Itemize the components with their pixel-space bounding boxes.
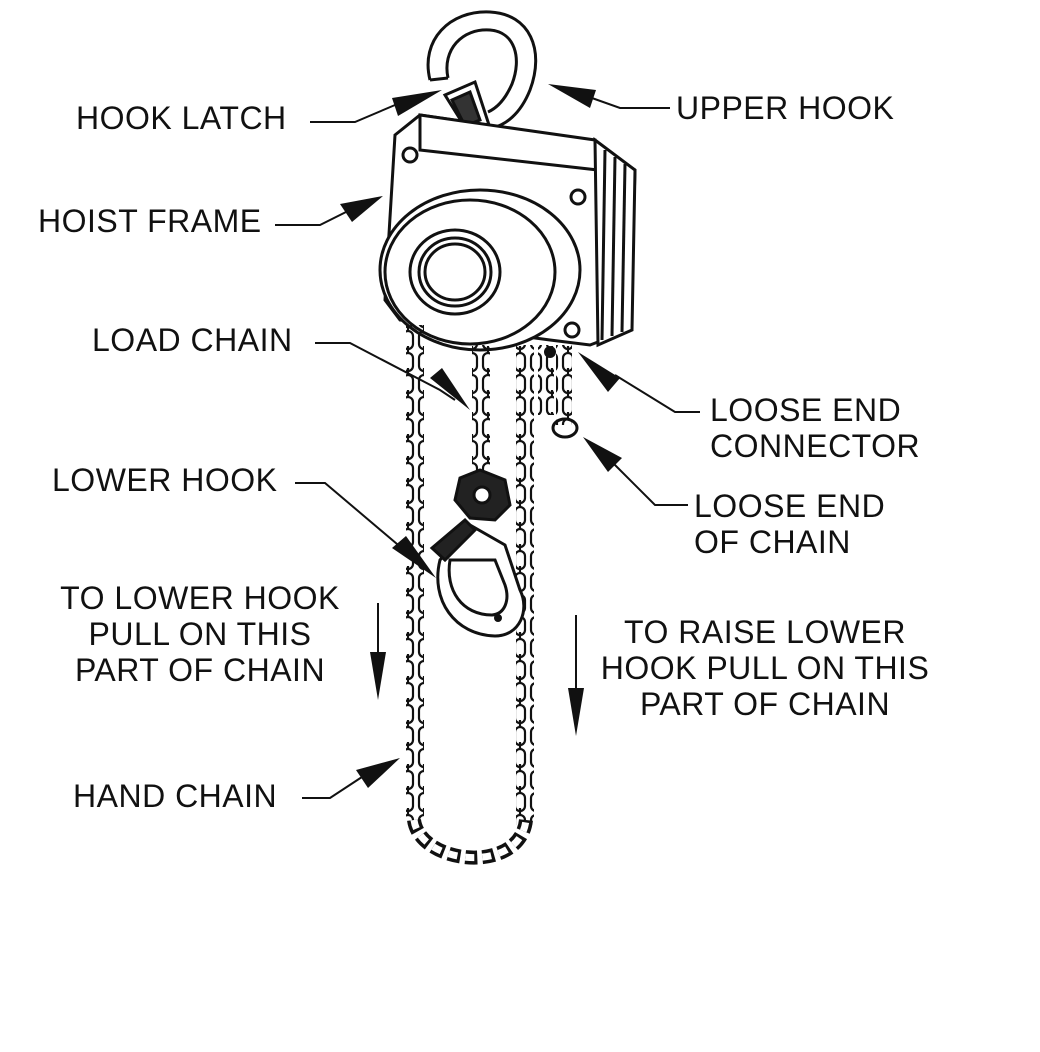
label-to-lower-hook: TO LOWER HOOK PULL ON THIS PART OF CHAIN xyxy=(40,580,360,688)
loose-end-of-chain xyxy=(538,345,579,439)
label-line: TO RAISE LOWER xyxy=(623,614,906,650)
label-line: PULL ON THIS xyxy=(88,616,312,652)
label-line: LOOSE END xyxy=(710,392,902,428)
leader-lines xyxy=(275,91,700,799)
label-line: LOOSE END xyxy=(694,488,886,524)
label-hand-chain: HAND CHAIN xyxy=(73,778,278,814)
label-load-chain: LOAD CHAIN xyxy=(92,322,293,358)
arrowheads xyxy=(340,84,622,788)
upper-hook xyxy=(426,10,538,137)
label-loose-end-connector: LOOSE END CONNECTOR xyxy=(710,392,920,464)
label-lower-hook: LOWER HOOK xyxy=(52,462,278,498)
label-line: HOOK PULL ON THIS xyxy=(600,650,930,686)
label-hoist-frame: HOIST FRAME xyxy=(38,203,262,239)
load-chain xyxy=(472,345,490,475)
hand-chain xyxy=(406,325,534,865)
label-to-raise-lower-hook: TO RAISE LOWER HOOK PULL ON THIS PART OF… xyxy=(590,614,940,722)
label-line: OF CHAIN xyxy=(694,524,851,560)
label-line: PART OF CHAIN xyxy=(639,686,891,722)
hoist-frame xyxy=(378,113,637,352)
label-line: PART OF CHAIN xyxy=(74,652,326,688)
label-loose-end-of-chain: LOOSE END OF CHAIN xyxy=(694,488,885,560)
label-hook-latch: HOOK LATCH xyxy=(76,100,287,136)
label-upper-hook: UPPER HOOK xyxy=(676,90,895,126)
lower-hook xyxy=(429,468,526,638)
label-line: CONNECTOR xyxy=(710,428,921,464)
label-line: TO LOWER HOOK xyxy=(60,580,340,616)
